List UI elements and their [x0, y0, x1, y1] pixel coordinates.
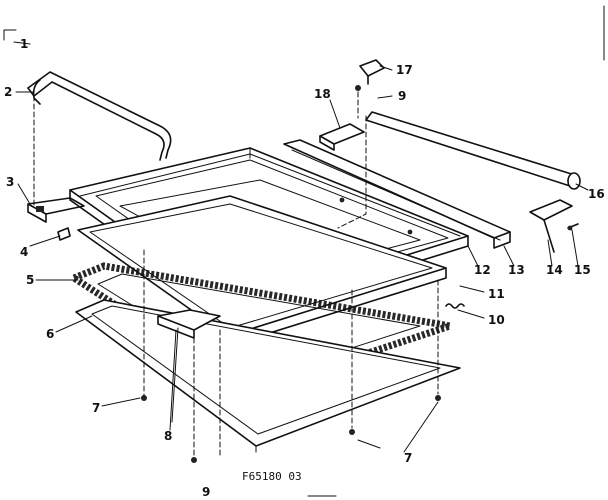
door-liner — [75, 299, 461, 453]
callout-labels: 1 2 3 4 5 6 7 8 9 7 17 9 18 16 12 13 14 … — [4, 37, 605, 499]
screw-15 — [567, 223, 579, 231]
vent-rod — [365, 111, 581, 190]
callout-18: 18 — [314, 87, 331, 101]
callout-3: 3 — [6, 175, 14, 189]
top-rail — [283, 139, 511, 249]
callout-7-left: 7 — [92, 401, 100, 415]
corner-mark-top-left — [3, 29, 17, 41]
figure-code: F65180 03 — [242, 470, 302, 483]
callout-9-bottom: 9 — [202, 485, 210, 499]
callout-17: 17 — [396, 63, 413, 77]
callout-5: 5 — [26, 273, 34, 287]
rail-bracket — [319, 123, 365, 151]
screws — [141, 85, 441, 463]
callout-2: 2 — [4, 85, 12, 99]
callout-1: 1 — [20, 37, 28, 51]
callout-9-top: 9 — [398, 89, 406, 103]
leader-lines — [13, 41, 589, 453]
callout-10: 10 — [488, 313, 505, 327]
callout-14: 14 — [546, 263, 563, 277]
top-bracket — [359, 59, 385, 85]
spring-10 — [445, 303, 465, 309]
handle-bar — [27, 71, 172, 161]
assembly-lines — [33, 91, 439, 457]
left-hinge-bracket — [27, 197, 85, 223]
small-clip — [57, 227, 71, 241]
callout-4: 4 — [20, 245, 28, 259]
callout-16: 16 — [588, 187, 605, 201]
callout-13: 13 — [508, 263, 525, 277]
callout-6: 6 — [46, 327, 54, 341]
callout-8: 8 — [164, 429, 172, 443]
callout-7-right: 7 — [404, 451, 412, 465]
callout-15: 15 — [574, 263, 591, 277]
side-bracket — [529, 199, 573, 253]
callout-12: 12 — [474, 263, 491, 277]
callout-11: 11 — [488, 287, 505, 301]
